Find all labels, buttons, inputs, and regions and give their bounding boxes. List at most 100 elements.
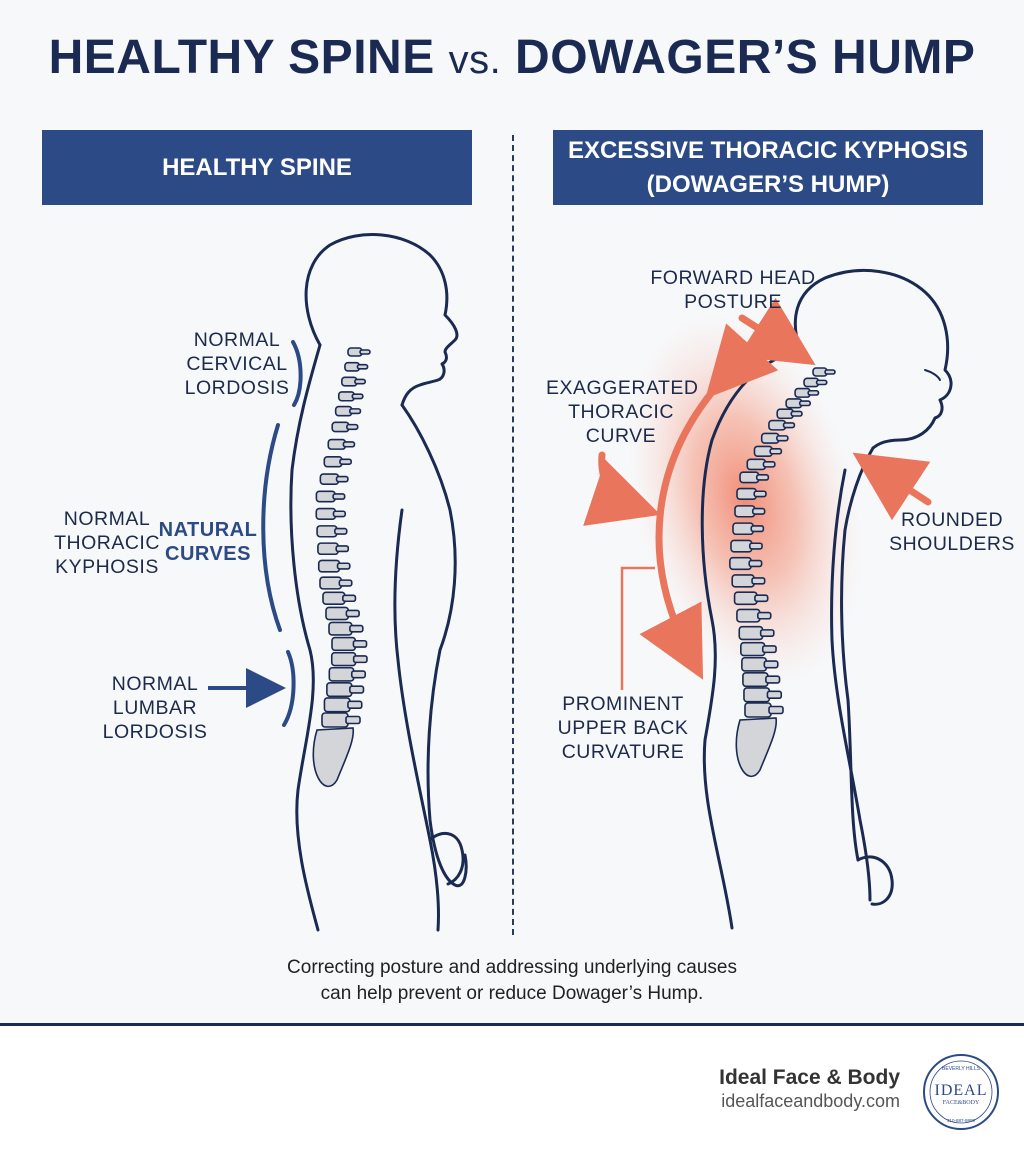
kyphosis-eye bbox=[924, 369, 941, 381]
kyphosis-spinous-process bbox=[763, 660, 779, 669]
footer-rule bbox=[0, 1023, 1024, 1026]
kyphosis-spinous-process bbox=[768, 705, 784, 715]
label-exaggerated: EXAGGERATED THORACIC CURVE bbox=[546, 377, 699, 447]
healthy-spine-banner: HEALTHY SPINE bbox=[42, 130, 472, 205]
healthy-vertebra bbox=[325, 606, 350, 621]
healthy-spine-vertebrae bbox=[312, 347, 371, 787]
healthy-spinous-process bbox=[345, 715, 361, 725]
healthy-arm bbox=[393, 508, 441, 932]
kyphosis-spinous-process bbox=[824, 369, 836, 375]
kyphosis-spinous-process bbox=[782, 422, 796, 429]
healthy-spinous-process bbox=[356, 363, 369, 370]
healthy-vertebra bbox=[317, 542, 339, 556]
healthy-spinous-process bbox=[334, 527, 348, 535]
healthy-spinous-process bbox=[348, 408, 362, 415]
title-left: HEALTHY SPINE bbox=[48, 31, 435, 84]
healthy-vertebra bbox=[326, 682, 353, 698]
kyphosis-arrows bbox=[583, 297, 932, 680]
healthy-vertebra bbox=[317, 559, 341, 573]
healthy-spinous-process bbox=[335, 545, 350, 553]
kyphosis-spinous-process bbox=[753, 490, 767, 498]
kyphosis-heading: EXCESSIVE THORACIC KYPHOSIS (DOWAGER’S H… bbox=[567, 136, 969, 198]
healthy-vertebra bbox=[316, 525, 338, 538]
kyphosis-spinous-process bbox=[776, 435, 789, 442]
label-natural-curves: NATURAL CURVES bbox=[158, 519, 258, 565]
healthy-vertebra bbox=[315, 490, 336, 503]
kyphosis-spinous-process bbox=[759, 629, 775, 638]
kyphosis-head-outline bbox=[793, 268, 953, 450]
kyphosis-arm bbox=[830, 468, 872, 902]
healthy-spinous-process bbox=[354, 378, 367, 385]
kyphosis-spinous-process bbox=[748, 542, 763, 550]
kyphosis-vertebra bbox=[740, 641, 766, 657]
kyphosis-sacrum bbox=[735, 717, 778, 777]
healthy-vertebra bbox=[319, 576, 343, 590]
kyphosis-spinous-process bbox=[815, 379, 828, 386]
healthy-spinous-process bbox=[332, 510, 347, 518]
title-vs: vs. bbox=[448, 38, 502, 82]
healthy-vertebra bbox=[322, 591, 346, 606]
kyphosis-spinous-process bbox=[748, 559, 763, 568]
kyphosis-spinous-process bbox=[807, 389, 820, 396]
healthy-spinous-process bbox=[351, 393, 364, 400]
kyphosis-spinous-process bbox=[754, 594, 769, 603]
healthy-spinous-process bbox=[352, 655, 368, 664]
healthy-vertebra bbox=[315, 507, 337, 521]
kyphosis-vertebra bbox=[743, 687, 771, 703]
label-rounded-shoulders: ROUNDED SHOULDERS bbox=[889, 509, 1015, 555]
kyphosis-spinous-process bbox=[798, 400, 812, 407]
kyphosis-banner: EXCESSIVE THORACIC KYPHOSIS (DOWAGER’S H… bbox=[553, 130, 983, 205]
healthy-spinous-process bbox=[352, 639, 368, 648]
page-title: HEALTHY SPINE vs. DOWAGER’S HUMP bbox=[0, 30, 1024, 85]
healthy-spinous-process bbox=[335, 475, 349, 483]
kyphosis-spinous-process bbox=[790, 410, 803, 417]
kyphosis-spinous-process bbox=[761, 645, 777, 654]
healthy-spinous-process bbox=[345, 609, 360, 618]
logo-sub-text: FACE&BODY bbox=[943, 1100, 980, 1106]
healthy-spinous-process bbox=[338, 579, 353, 587]
healthy-vertebra bbox=[330, 651, 357, 667]
kyphosis-spinous-process bbox=[750, 525, 765, 533]
kyphosis-vertebra bbox=[739, 471, 760, 484]
cervical-curve-line bbox=[291, 340, 303, 407]
healthy-vertebra bbox=[328, 621, 353, 636]
healthy-back-body bbox=[289, 343, 322, 932]
healthy-spinous-process bbox=[339, 458, 352, 465]
logo-main-text: IDEAL bbox=[935, 1082, 988, 1099]
logo-bottom-text: 310-887-9999 bbox=[947, 1118, 976, 1123]
label-prominent: PROMINENT UPPER BACK CURVATURE bbox=[557, 693, 689, 763]
kyphosis-vertebra bbox=[741, 656, 768, 672]
kyphosis-vertebra bbox=[736, 487, 758, 501]
healthy-spinous-process bbox=[350, 670, 367, 679]
label-thoracic: NORMAL THORACIC KYPHOSIS bbox=[54, 508, 160, 578]
kyphosis-spinous-process bbox=[769, 448, 783, 455]
kyphosis-vertebra bbox=[742, 672, 769, 688]
kyphosis-vertebra bbox=[738, 625, 764, 641]
healthy-spinous-process bbox=[359, 349, 371, 355]
kyphosis-spinous-process bbox=[751, 507, 766, 515]
healthy-head-outline bbox=[304, 233, 459, 407]
panel-divider bbox=[512, 135, 514, 935]
healthy-vertebra bbox=[331, 636, 357, 652]
healthy-sacrum bbox=[312, 727, 355, 787]
title-right: DOWAGER’S HUMP bbox=[515, 31, 976, 84]
label-cervical: NORMAL CERVICAL LORDOSIS bbox=[184, 329, 290, 399]
healthy-vertebra bbox=[321, 712, 349, 728]
kyphosis-spinous-process bbox=[766, 690, 783, 700]
healthy-spinous-process bbox=[349, 685, 365, 694]
healthy-spine-heading: HEALTHY SPINE bbox=[162, 153, 352, 181]
brand-logo: BEVERLY HILLS IDEAL FACE&BODY 310-887-99… bbox=[923, 1054, 999, 1130]
rounded-shoulders-pointer bbox=[852, 452, 932, 521]
kyphosis-vertebra bbox=[744, 702, 772, 718]
kyphosis-hand bbox=[856, 855, 894, 906]
kyphosis-vertebra bbox=[730, 539, 753, 553]
kyphosis-spinous-process bbox=[751, 577, 766, 585]
healthy-hand bbox=[428, 831, 465, 886]
logo-top-text: BEVERLY HILLS bbox=[942, 1066, 981, 1072]
prominent-leader-line bbox=[620, 566, 655, 690]
thoracic-curve-line bbox=[261, 423, 282, 632]
forward-head-pointer bbox=[737, 297, 816, 366]
kyphosis-vertebra bbox=[729, 556, 752, 571]
kyphosis-vertebra bbox=[736, 608, 761, 623]
healthy-spinous-process bbox=[346, 423, 359, 431]
